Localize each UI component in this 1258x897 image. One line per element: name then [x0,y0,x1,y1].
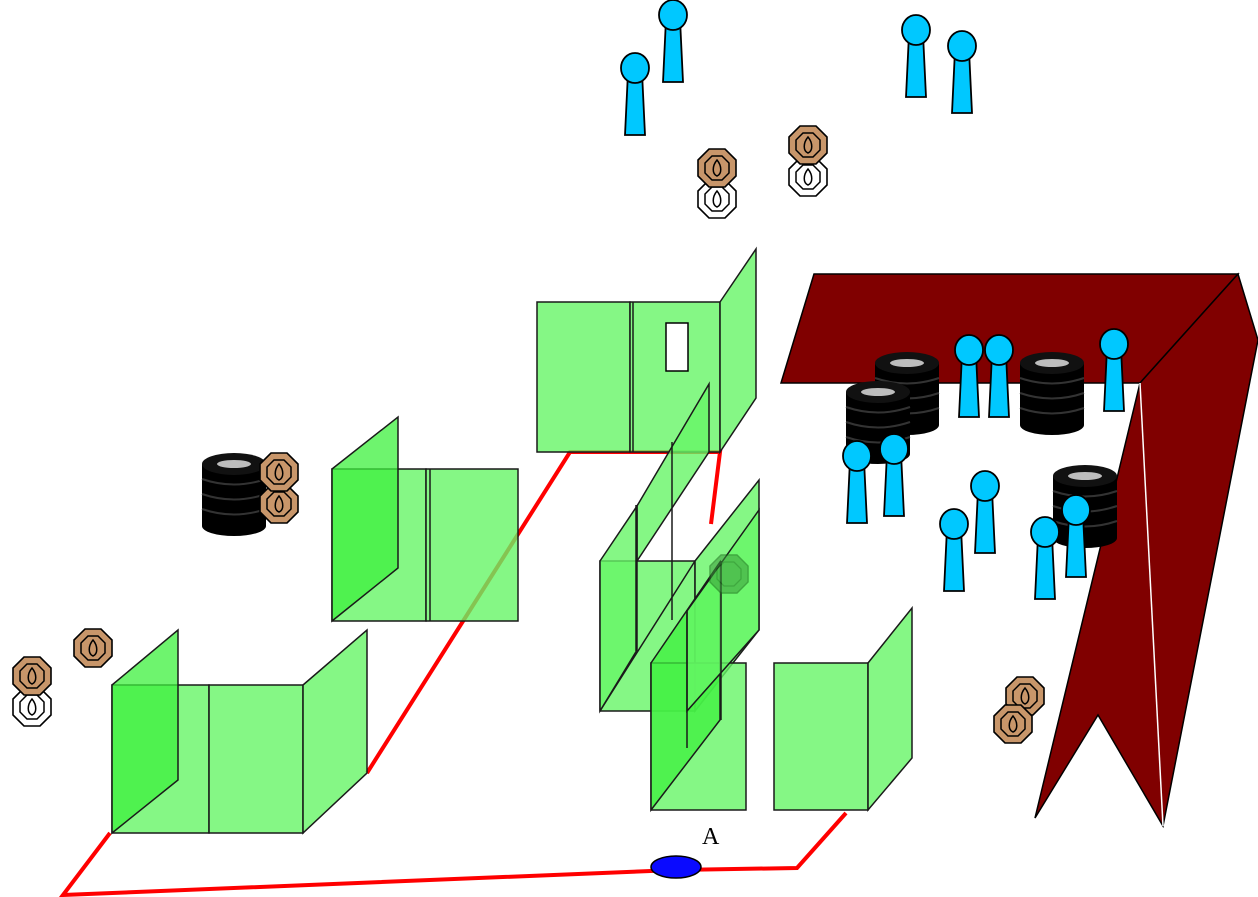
barricade-lower-right [773,605,913,813]
no-shoot-target-icon [879,433,909,517]
octagon-target-icon [73,628,113,668]
door-window [665,322,689,372]
octagon-target-icon [12,656,52,696]
no-shoot-target-icon [1030,516,1060,600]
start-position-label: A [702,824,720,850]
barricade-door [536,246,757,455]
tire-stack-icon [201,452,267,537]
octagon-target-icon [993,704,1033,744]
octagon-target-icon [259,452,299,492]
no-shoot-target-icon [970,470,1000,554]
barricade-lower-left [111,628,368,835]
octagon-target-icon [709,554,749,594]
barricade-left-middle [331,415,519,623]
no-shoot-target-icon [658,0,688,83]
start-position-icon [650,855,702,879]
no-shoot-target-icon [842,440,872,524]
octagon-target-icon [697,148,737,188]
no-shoot-target-icon [939,508,969,592]
tire-stack-icon [1019,351,1085,436]
octagon-target-icon [788,125,828,165]
no-shoot-target-icon [620,52,650,136]
no-shoot-target-icon [947,30,977,114]
no-shoot-target-icon [901,14,931,98]
